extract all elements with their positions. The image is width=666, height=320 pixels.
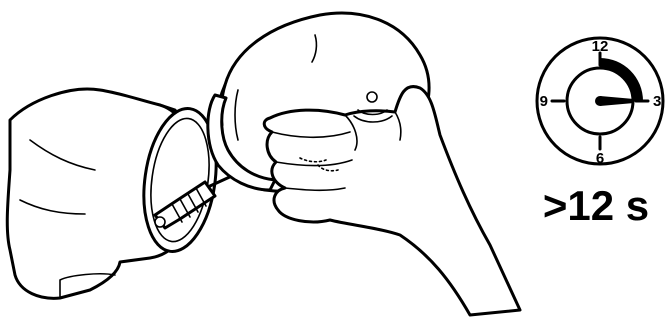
- hand: [264, 87, 520, 315]
- duration-label: >12 s: [543, 182, 649, 229]
- timer-dial: 12 3 6 9: [537, 38, 663, 167]
- dial-number-9: 9: [540, 93, 548, 110]
- dial-number-6: 6: [596, 150, 604, 167]
- dial-number-3: 3: [653, 93, 661, 110]
- dial-number-12: 12: [592, 38, 609, 55]
- dial-center: [595, 96, 605, 106]
